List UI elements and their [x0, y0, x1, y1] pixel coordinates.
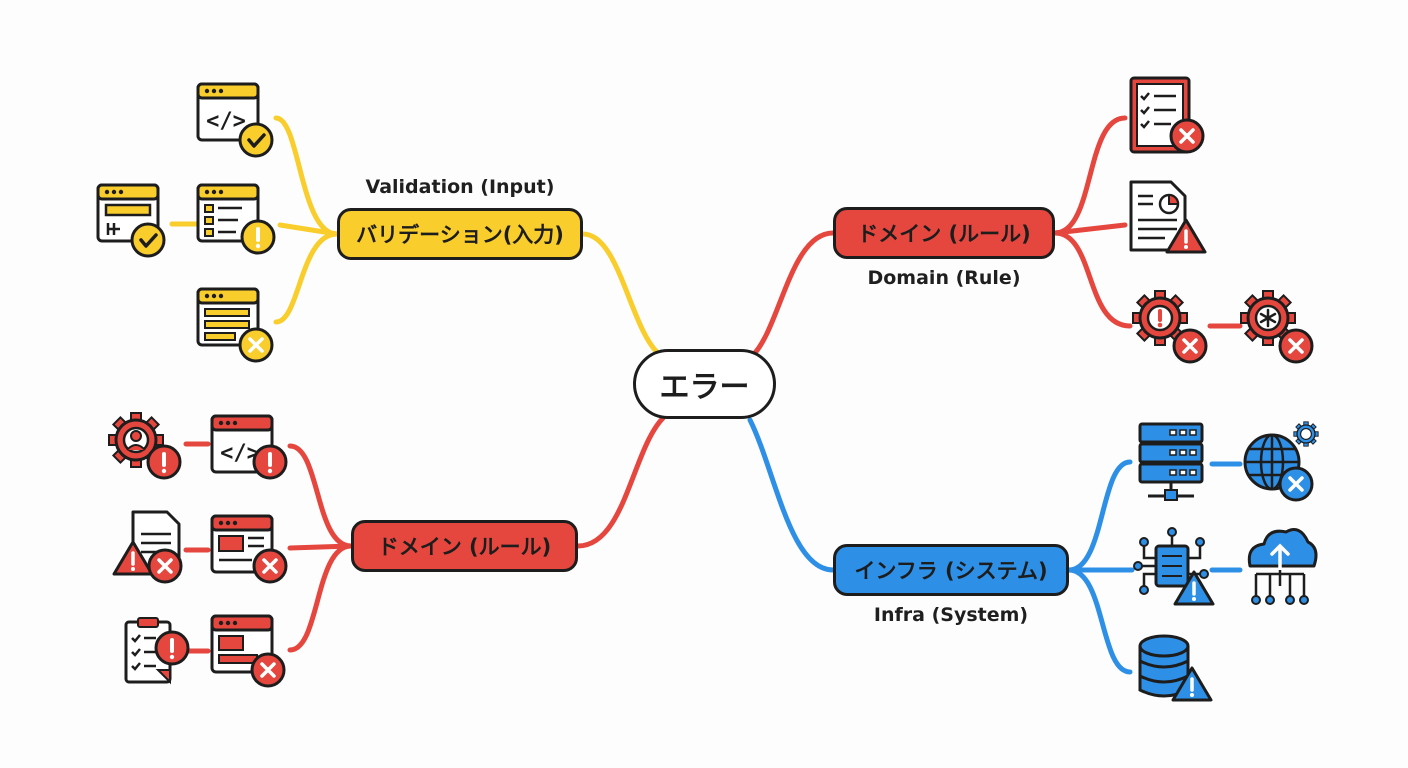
input-form-check-icon	[96, 183, 166, 258]
form-list-error-icon	[196, 287, 274, 363]
connector-validation-1	[273, 115, 340, 237]
connectors	[169, 115, 1243, 675]
branch-node-domain-bottom[interactable]: ドメイン (ルール)	[351, 520, 578, 572]
connector-domain-bottom-1	[287, 443, 354, 549]
clipboard-warning-icon	[124, 617, 190, 685]
connector-validation-2	[277, 222, 340, 237]
connector-domain-top-2	[1052, 222, 1128, 236]
cloud-upload-network-icon	[1247, 528, 1318, 605]
branch-node-infra[interactable]: インフラ (システム)	[833, 544, 1069, 596]
user-gear-warning-icon	[107, 411, 182, 480]
branch-node-validation[interactable]: バリデーション(入力)	[337, 208, 583, 260]
code-window-check-icon: </>	[196, 82, 274, 158]
connector-domain-top-3	[1052, 230, 1133, 329]
svg-text:</>: </>	[206, 109, 246, 134]
connector-domain-top-1	[1052, 115, 1128, 236]
center-node-error[interactable]: エラー	[633, 349, 776, 419]
form-list-warning-icon	[196, 183, 276, 255]
browser-window-error-icon	[210, 614, 286, 688]
connector-domain-bottom-3	[287, 543, 354, 653]
branch-caption-validation: Validation (Input)	[365, 176, 555, 198]
gear-bug-error-icon	[1239, 289, 1314, 364]
database-warning-icon	[1138, 634, 1213, 702]
connector-center-validation	[580, 231, 663, 358]
connector-infra-1	[1066, 459, 1133, 573]
document-warning-error-icon	[112, 510, 183, 584]
connector-center-infra	[747, 417, 836, 573]
server-network-icon	[1138, 422, 1204, 501]
branch-caption-domain-top: Domain (Rule)	[867, 267, 1021, 289]
layout-window-error-icon	[210, 514, 288, 584]
chip-network-warning-icon	[1133, 527, 1215, 606]
gear-warning-error-icon	[1131, 289, 1208, 364]
report-document-warning-icon	[1129, 180, 1207, 254]
branch-caption-infra: Infra (System)	[873, 604, 1029, 626]
connector-center-domain-top	[749, 230, 836, 359]
connector-center-domain-bottom	[575, 415, 666, 549]
checklist-document-error-icon	[1129, 76, 1205, 154]
connector-validation-3	[273, 231, 340, 325]
code-window-warning-icon: </>	[210, 414, 288, 480]
globe-gear-error-icon	[1243, 421, 1319, 502]
connector-infra-3	[1066, 567, 1133, 675]
branch-node-domain-top[interactable]: ドメイン (ルール)	[833, 207, 1055, 259]
